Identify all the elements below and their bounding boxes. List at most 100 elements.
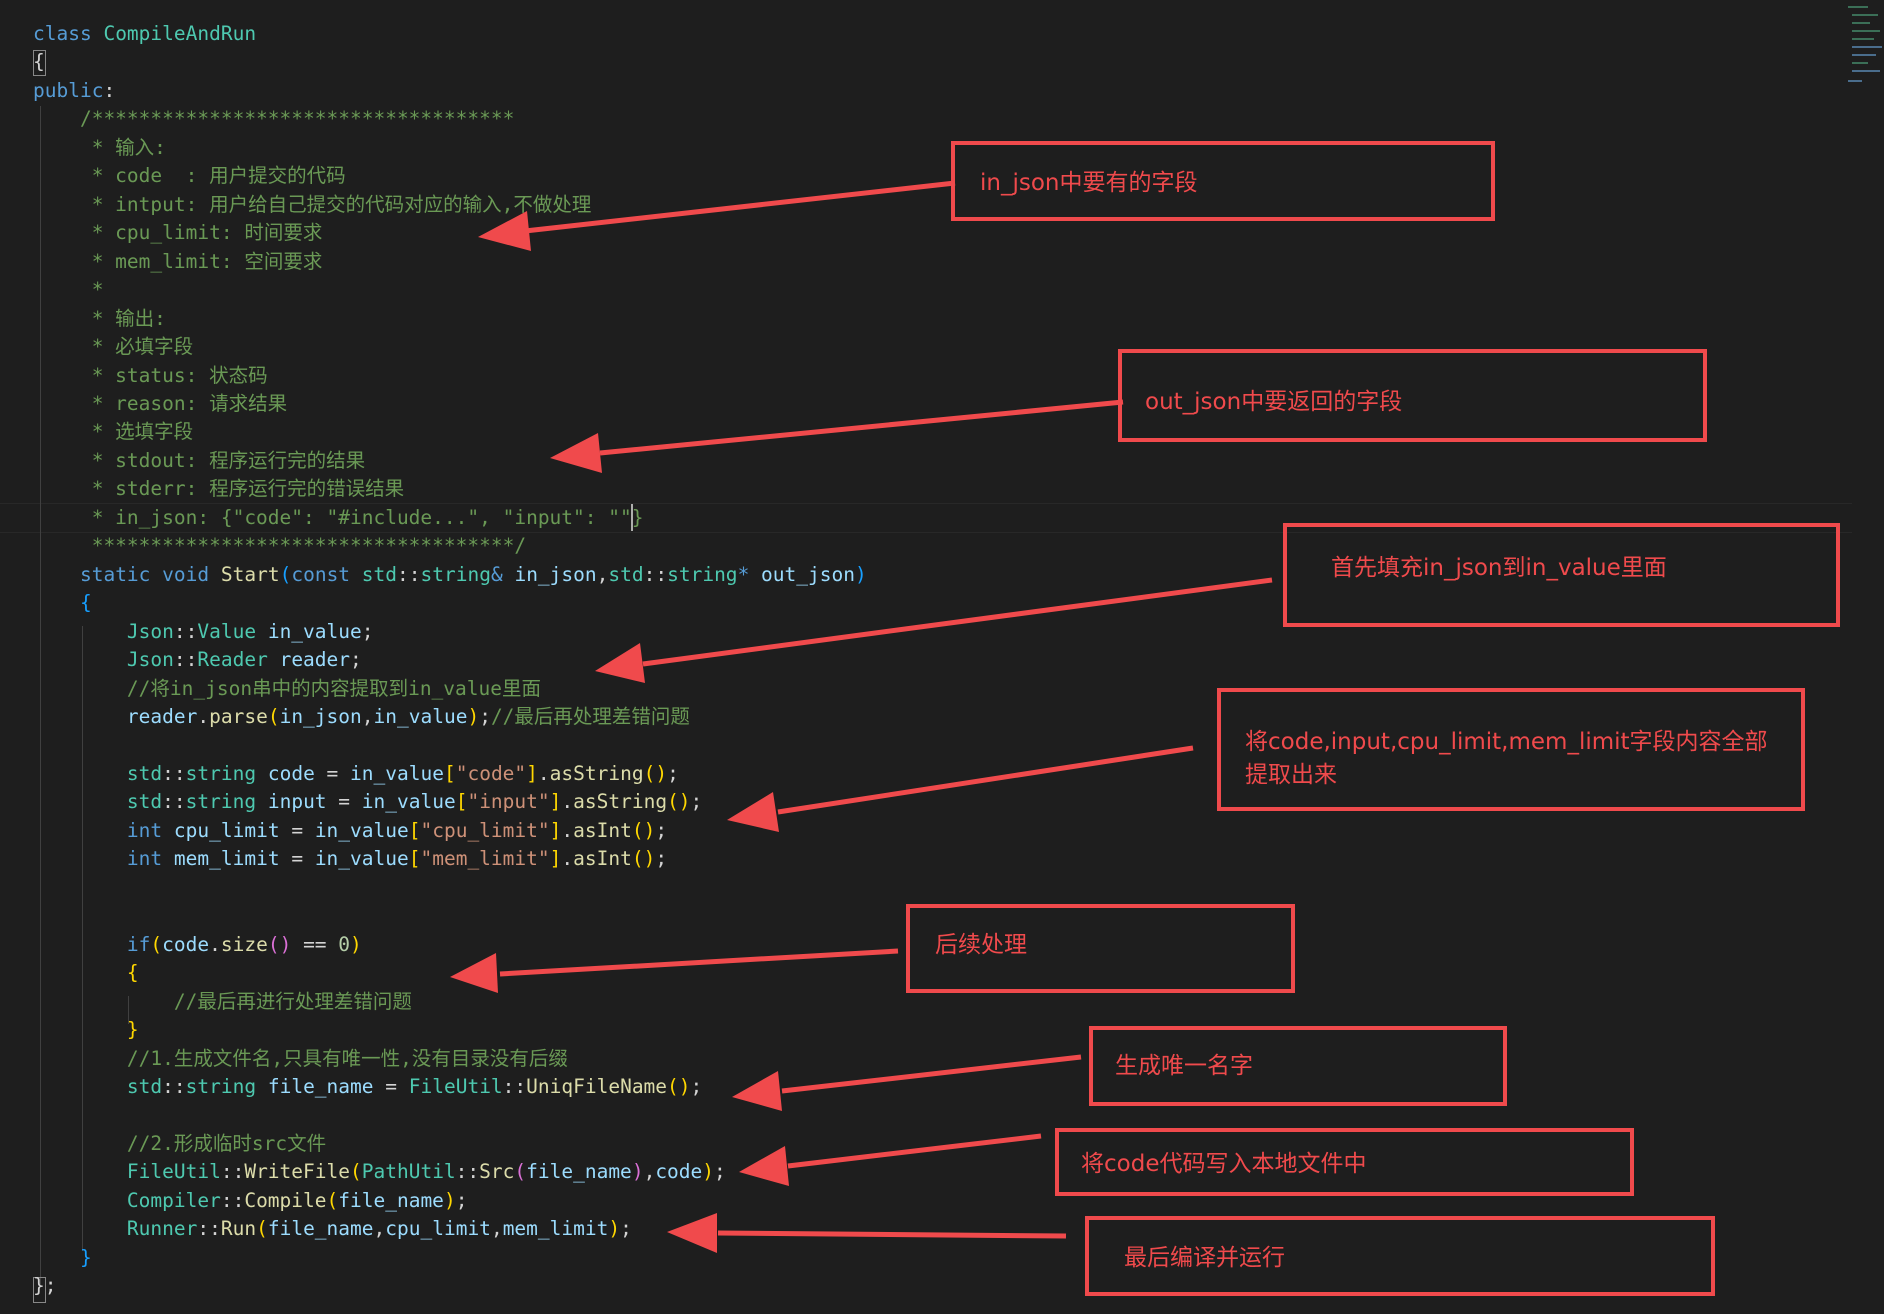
code-token: mem_limit [502,1217,609,1240]
annotation-compile-and-run: 最后编译并运行 [1124,1245,1285,1271]
code-token: == [291,933,339,956]
code-line[interactable]: FileUtil::WriteFile(PathUtil::Src(file_n… [33,1158,726,1186]
code-line[interactable]: //最后再进行处理差错问题 [33,988,412,1016]
code-token [162,819,174,842]
code-line[interactable]: static void Start(const std::string& in_… [33,561,867,589]
minimap-line [1852,46,1882,48]
code-token: asString [549,762,644,785]
code-token: Compile [244,1189,327,1212]
code-line[interactable]: Json::Reader reader; [33,646,362,674]
code-line[interactable]: }; [33,1272,56,1300]
code-token: ; [655,819,668,842]
code-token: } [126,1018,139,1041]
code-token [33,705,127,728]
code-token [33,591,80,614]
code-token: string [185,1075,257,1098]
code-token: //1.生成文件名,只具有唯一性,没有目录没有后缀 [126,1047,568,1070]
annotation-write-code-file: 将code代码写入本地文件中 [1081,1151,1367,1177]
code-line[interactable]: * in_json: {"code": "#include...", "inpu… [33,504,644,532]
code-token [33,563,80,586]
code-line[interactable]: reader.parse(in_json,in_value);//最后再处理差错… [33,703,690,731]
code-token: /************************************ [33,107,515,130]
code-line[interactable]: * cpu_limit: 时间要求 [33,219,323,247]
code-line[interactable]: ************************************/ [33,532,526,560]
code-line[interactable]: //1.生成文件名,只具有唯一性,没有目录没有后缀 [33,1045,568,1073]
code-line[interactable]: int mem_limit = in_value["mem_limit"].as… [33,845,667,873]
code-line[interactable]: * stdout: 程序运行完的结果 [33,447,365,475]
code-token [33,1047,127,1070]
code-token: ; [667,762,679,785]
code-line[interactable]: } [33,1016,139,1044]
code-token: code [162,933,210,956]
code-token: * stdout: 程序运行完的结果 [33,449,366,472]
code-line[interactable]: if(code.size() == 0) [33,931,362,959]
code-line[interactable]: * reason: 请求结果 [33,390,287,418]
code-line[interactable]: //将in_json串中的内容提取到in_value里面 [33,675,541,703]
code-token: 0 [338,933,351,956]
code-token: Src [479,1160,515,1183]
code-line[interactable]: Json::Value in_value; [33,618,374,646]
code-token: ( [256,1217,268,1240]
code-line[interactable]: { [33,959,139,987]
minimap[interactable] [1844,0,1884,90]
code-token: = [279,819,315,842]
code-token [33,1246,80,1269]
code-token: file_name [338,1189,444,1212]
code-line[interactable]: * 输出: [33,305,166,333]
code-line[interactable]: { [33,48,45,76]
code-line[interactable]: std::string file_name = FileUtil::UniqFi… [33,1073,702,1101]
code-token: void [162,563,210,586]
code-line[interactable]: //2.形成临时src文件 [33,1130,326,1158]
code-token: , [490,1217,503,1240]
minimap-line [1848,6,1868,8]
code-line[interactable]: int cpu_limit = in_value["cpu_limit"].as… [33,817,667,845]
code-token: () [643,762,668,785]
code-line[interactable]: * [33,276,104,304]
code-token: ; [350,648,362,671]
code-token: ) [467,705,480,728]
code-line[interactable]: std::string input = in_value["input"].as… [33,788,702,816]
code-token: : [103,79,116,102]
code-token: input [267,790,327,813]
code-line[interactable]: * stderr: 程序运行完的错误结果 [33,475,404,503]
indent-guide [82,626,83,1251]
code-line[interactable]: Runner::Run(file_name,cpu_limit,mem_limi… [33,1215,632,1243]
code-token: = [326,790,362,813]
code-line[interactable]: * code : 用户提交的代码 [33,162,346,190]
code-token: in_value [267,620,362,643]
code-token: ( [514,1160,527,1183]
code-line[interactable]: * 选填字段 [33,418,194,446]
code-token [256,762,268,785]
code-line[interactable]: * 必填字段 [33,333,194,361]
code-token: :: [162,1075,186,1098]
code-token: //最后再进行处理差错问题 [173,990,412,1013]
code-token: ************************************/ [33,534,527,557]
code-token: . [537,762,550,785]
code-token: public [33,79,104,102]
code-line[interactable]: * 输入: [33,134,166,162]
code-line[interactable]: * status: 状态码 [33,362,268,390]
code-token: std [126,1075,163,1098]
code-token: * intput: 用户给自己提交的代码对应的输入,不做处理 [33,193,592,216]
code-line[interactable]: Compiler::Compile(file_name); [33,1187,468,1215]
code-token: asInt [573,847,632,870]
code-token [33,1217,127,1240]
code-token: * cpu_limit: 时间要求 [33,221,323,244]
code-token: int [126,819,163,842]
code-token: { [126,961,139,984]
code-line[interactable]: std::string code = in_value["code"].asSt… [33,760,679,788]
code-token: cpu_limit [173,819,280,842]
code-token: , [361,705,374,728]
minimap-line [1852,38,1874,40]
code-line[interactable]: * intput: 用户给自己提交的代码对应的输入,不做处理 [33,191,592,219]
code-line[interactable]: } [33,1244,92,1272]
code-token: size [220,933,268,956]
code-line[interactable]: * mem_limit: 空间要求 [33,248,323,276]
code-line[interactable]: public: [33,77,115,105]
code-token [33,961,127,984]
code-line[interactable]: class CompileAndRun [33,20,256,48]
code-line[interactable]: { [33,589,92,617]
code-token [33,1189,127,1212]
code-line[interactable]: /************************************ [33,105,514,133]
